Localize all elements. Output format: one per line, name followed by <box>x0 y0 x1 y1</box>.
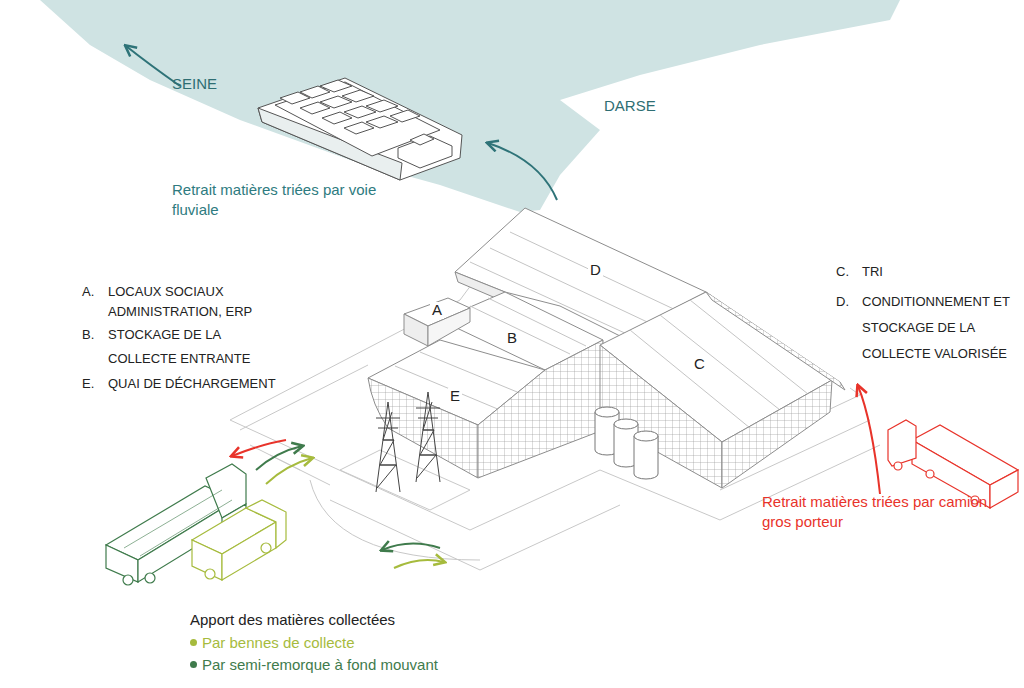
legend-dot <box>190 639 197 646</box>
flow-note: Retrait matières triées par camion gros … <box>762 492 992 533</box>
basin-name: DARSE <box>604 96 656 116</box>
item-text: LOCAUX SOCIAUX ADMINISTRATION, ERP <box>108 282 288 321</box>
legend-text: Par bennes de collecte <box>202 634 355 651</box>
zone-letter: E <box>448 388 462 405</box>
legend-dot <box>190 661 197 668</box>
zone-letter: A <box>430 302 444 319</box>
item-text: STOCKAGE DE LA COLLECTE ENTRANTE <box>108 323 258 371</box>
item-letter: D. <box>836 289 849 315</box>
item-letter: E. <box>82 374 94 394</box>
legend-row: Par bennes de collecte <box>190 634 355 651</box>
item-text: QUAI DE DÉCHARGEMENT <box>108 374 308 394</box>
river-name: SEINE <box>172 74 217 94</box>
item-letter: B. <box>82 323 94 347</box>
flow-note: Retrait matières triées par voie fluvial… <box>172 180 382 221</box>
item-letter: A. <box>82 282 94 302</box>
zone-letter: C <box>692 356 707 373</box>
item-text: TRI <box>862 262 883 282</box>
legend-row: Par semi-remorque à fond mouvant <box>190 656 438 673</box>
legend-text: Par semi-remorque à fond mouvant <box>202 656 438 673</box>
item-letter: C. <box>836 262 849 282</box>
item-text: CONDITIONNEMENT ET STOCKAGE DE LA COLLEC… <box>862 289 1017 367</box>
zone-letter: B <box>505 330 519 347</box>
zone-letter: D <box>588 262 603 279</box>
legend-heading: Apport des matières collectées <box>190 610 395 630</box>
